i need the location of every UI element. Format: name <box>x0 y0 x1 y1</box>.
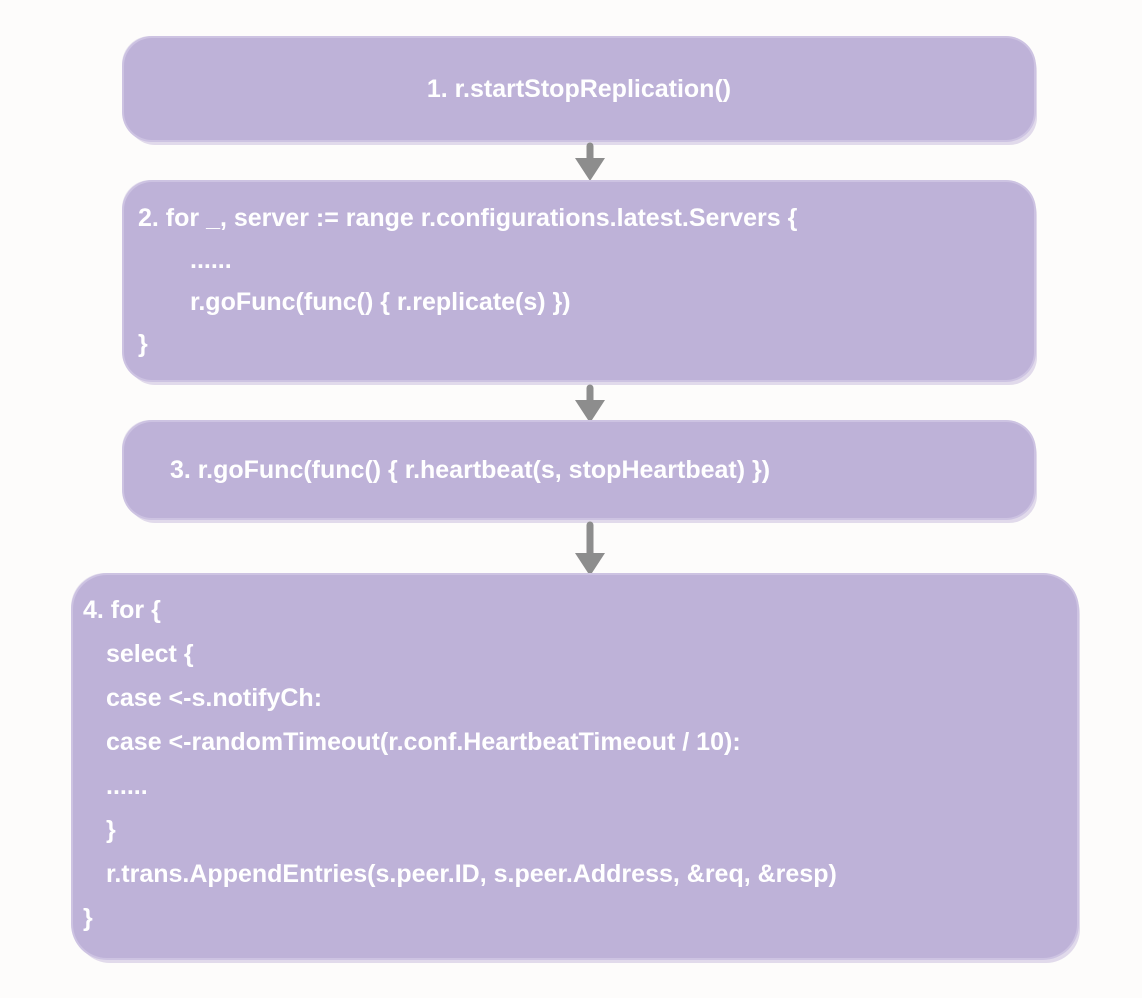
code-line: select { <box>106 640 194 668</box>
code-line: } <box>83 904 93 932</box>
down-arrow-icon <box>575 384 605 423</box>
down-arrow-icon <box>575 521 605 576</box>
code-line: 1. r.startStopReplication() <box>426 75 732 103</box>
flow-step-4-select-append-entries-loop: 4. for { select { case <-s.notifyCh: cas… <box>73 575 1077 958</box>
code-line: ...... <box>106 772 148 800</box>
flow-step-1-start-stop-replication: 1. r.startStopReplication() <box>124 38 1034 140</box>
flow-step-3-heartbeat: 3. r.goFunc(func() { r.heartbeat(s, stop… <box>124 422 1034 518</box>
code-line: case <-randomTimeout(r.conf.HeartbeatTim… <box>106 728 741 756</box>
code-line: r.trans.AppendEntries(s.peer.ID, s.peer.… <box>106 860 837 888</box>
code-line: 3. r.goFunc(func() { r.heartbeat(s, stop… <box>170 456 771 484</box>
flow-step-2-range-servers-loop: 2. for _, server := range r.configuratio… <box>124 182 1034 380</box>
code-line: r.goFunc(func() { r.replicate(s) }) <box>190 288 571 316</box>
code-line: ...... <box>190 246 232 274</box>
code-line: 2. for _, server := range r.configuratio… <box>138 204 798 232</box>
down-arrow-icon <box>575 142 605 181</box>
code-line: 4. for { <box>83 596 161 624</box>
code-line: case <-s.notifyCh: <box>106 684 323 712</box>
code-line: } <box>106 816 116 844</box>
code-line: } <box>138 330 148 358</box>
